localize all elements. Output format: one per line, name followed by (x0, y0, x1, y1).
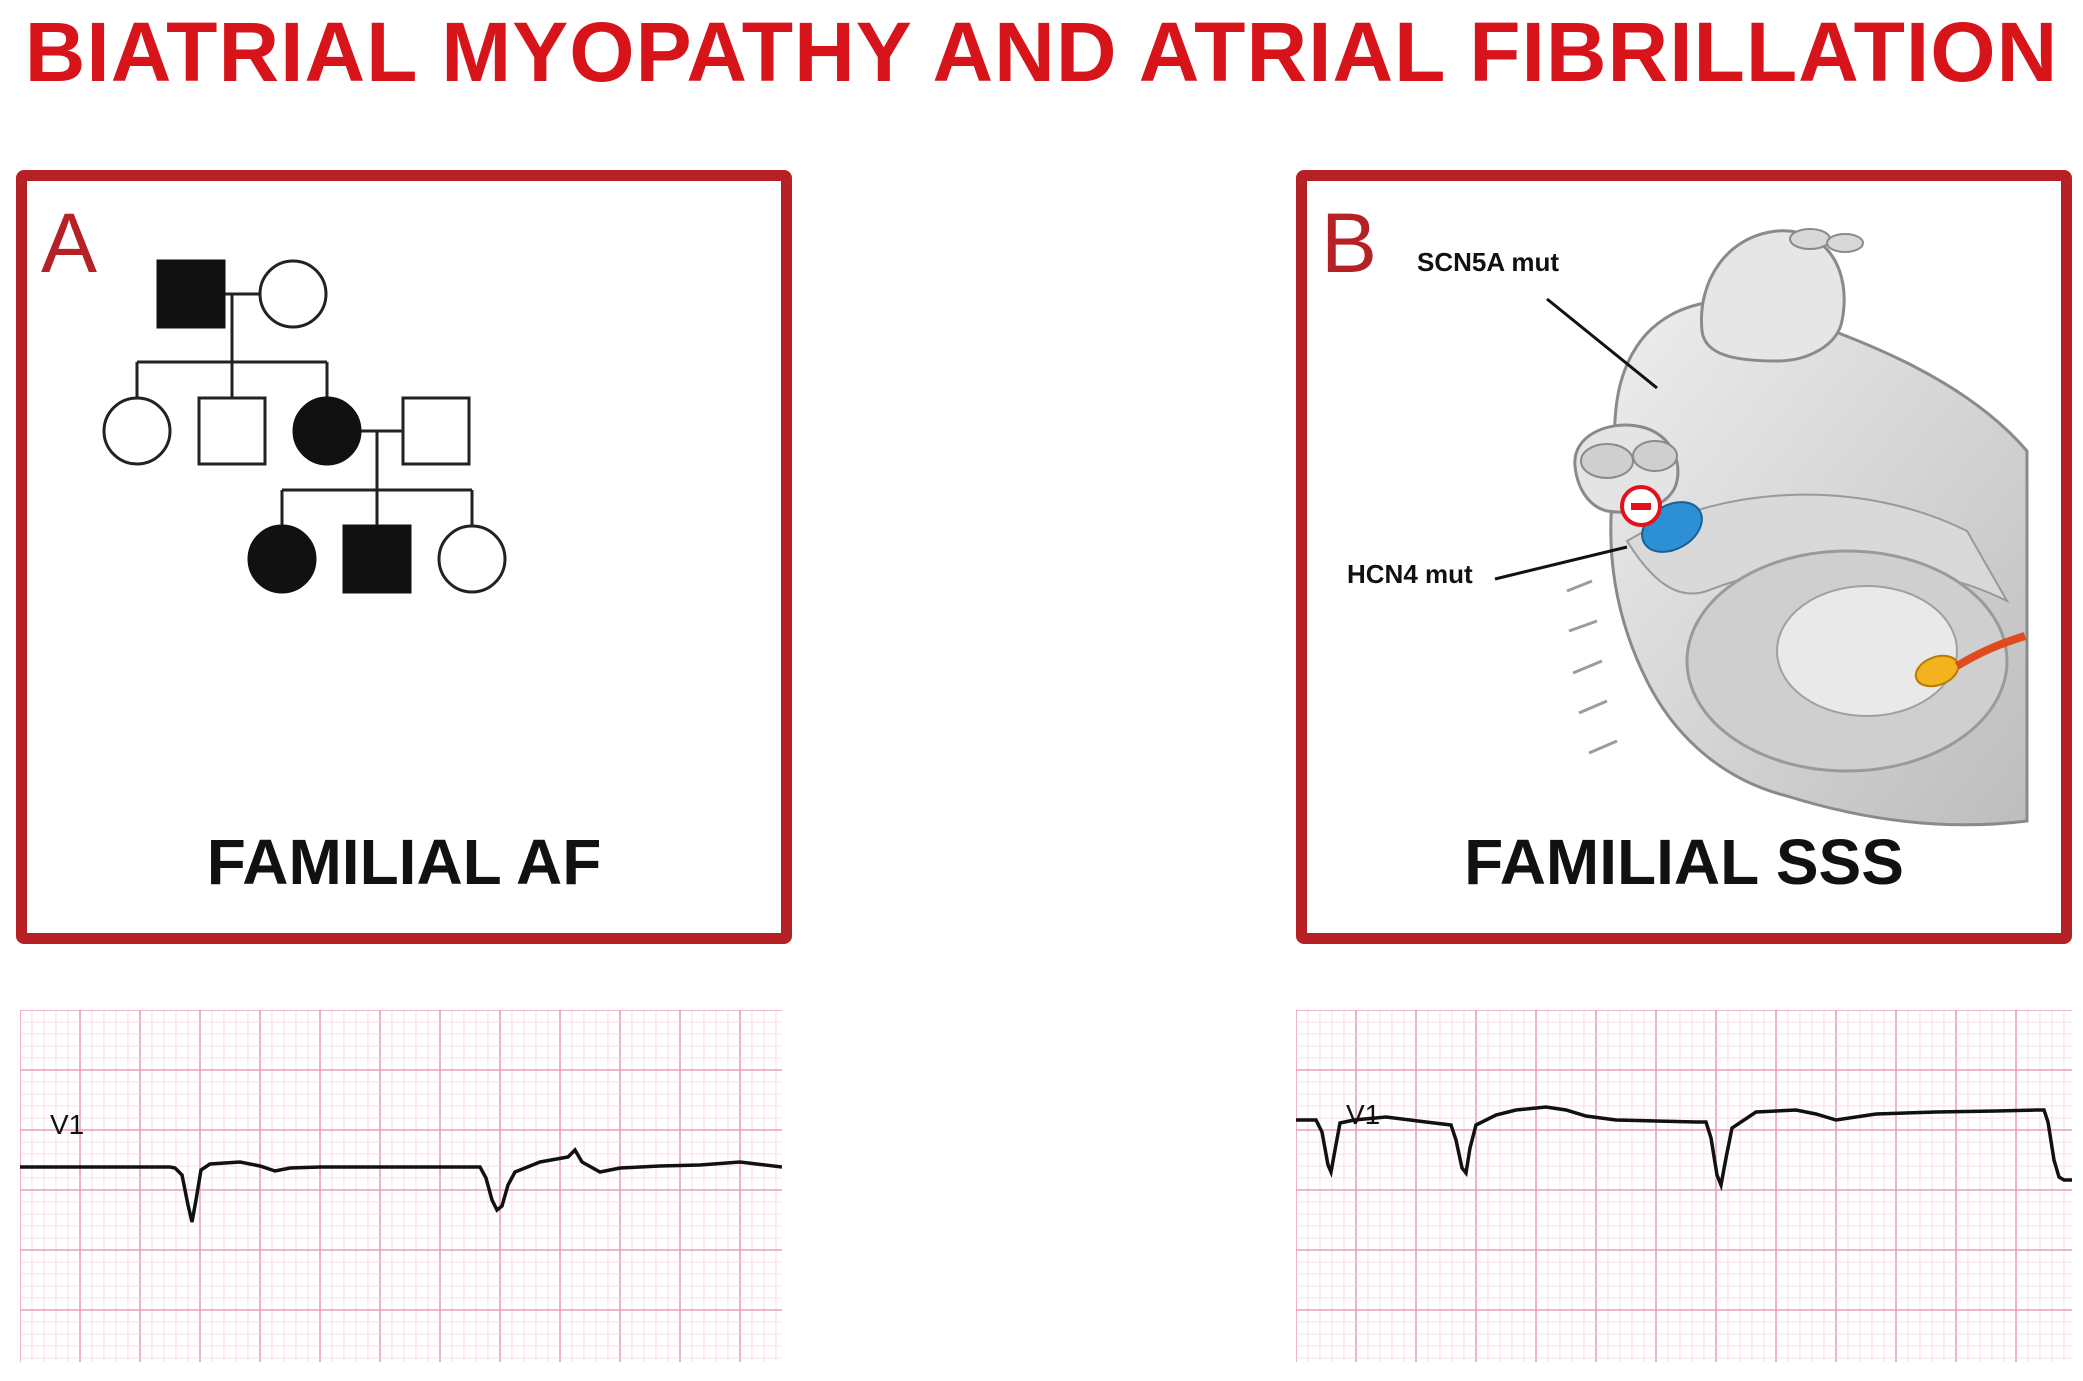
ecg-grid (20, 1010, 782, 1362)
ecg-trace-b (1296, 1105, 2072, 1192)
figure-title: BIATRIAL MYOPATHY AND ATRIAL FIBRILLATIO… (24, 5, 2059, 99)
affected-male-gen3 (342, 524, 412, 594)
unaffected-male-gen2 (197, 396, 267, 466)
aorta (1699, 229, 1846, 363)
affected-female-gen2 (292, 396, 362, 466)
panel-b-familial-sss: B (1296, 170, 2072, 944)
hcn4-label: HCN4 mut (1347, 559, 1473, 589)
his-bundle (1954, 632, 2027, 670)
panel-a-letter: A (41, 196, 98, 290)
scn5a-leader-line (1546, 297, 1658, 390)
unaffected-female-gen1 (258, 259, 328, 329)
heart-illustration: SCN5A mut HCN4 mut (1347, 228, 2029, 827)
unaffected-female-gen2 (102, 396, 172, 466)
panel-a-caption: FAMILIAL AF (206, 826, 602, 898)
affected-male-gen1 (156, 259, 226, 329)
unaffected-female-gen3 (437, 524, 507, 594)
ecg-trace-a (20, 1147, 782, 1223)
ecg-lead-label-b: V1 (1346, 1099, 1380, 1130)
panel-b-letter: B (1321, 196, 1378, 290)
pedigree-chart (102, 259, 507, 594)
panel-a-familial-af: A FAMILIAL AF (16, 170, 792, 944)
hcn4-leader-line (1494, 545, 1628, 581)
panel-b-caption: FAMILIAL SSS (1464, 826, 1904, 898)
ecg-strip-a: V1 (20, 1010, 782, 1362)
ecg-grid (1296, 1010, 2072, 1362)
scn5a-label: SCN5A mut (1417, 247, 1559, 277)
ecg-strip-b: V1 (1296, 1010, 2072, 1362)
ecg-lead-label-a: V1 (50, 1109, 84, 1140)
affected-female-gen3 (247, 524, 317, 594)
unaffected-male-spouse-gen2 (401, 396, 471, 466)
